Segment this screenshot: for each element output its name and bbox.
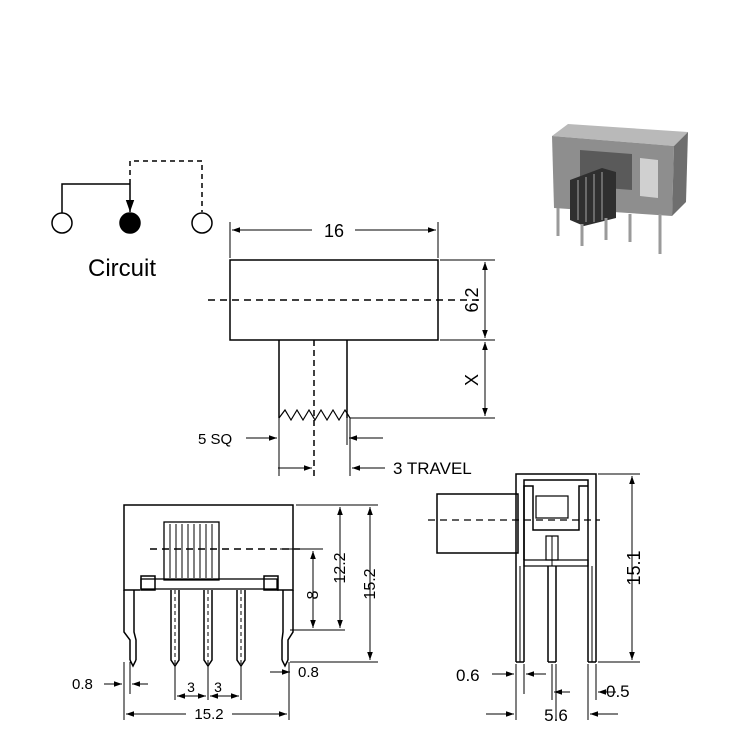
dim-height-12-2: 12.2	[332, 552, 349, 583]
dim-width-16: 16	[324, 221, 344, 241]
dim-pin-spacing-5-6: 5.6	[544, 706, 568, 725]
top-view	[208, 222, 495, 478]
dim-pin-width-0-6: 0.6	[456, 666, 480, 685]
dim-3-travel: 3 TRAVEL	[393, 459, 472, 478]
dim-pin-right-0-8: 0.8	[298, 664, 319, 681]
side-view	[428, 473, 640, 720]
dim-pitch-3-right: 3	[214, 679, 222, 695]
dim-pin-left-0-8: 0.8	[72, 676, 93, 693]
terminal-common	[119, 212, 141, 234]
terminal-open-right	[191, 212, 213, 234]
dim-pin-offset-0-5: 0.5	[606, 682, 630, 701]
front-view	[104, 504, 378, 720]
dim-height-15-1: 15.1	[624, 550, 644, 585]
dim-height-15-2: 15.2	[362, 568, 379, 599]
actuator-side	[436, 493, 519, 554]
circuit-symbol	[51, 160, 213, 234]
dim-actuator-x: X	[462, 374, 482, 386]
dim-pitch-3-left: 3	[187, 679, 195, 695]
product-photo	[552, 124, 688, 254]
dim-5-sq: 5 SQ	[198, 431, 232, 448]
dim-height-6-2: 6.2	[462, 287, 482, 312]
terminal-open-left	[51, 212, 73, 234]
circuit-label: Circuit	[88, 255, 156, 282]
dim-height-8: 8	[305, 590, 322, 599]
dim-width-15-2: 15.2	[194, 706, 223, 723]
slider-ribs	[169, 524, 213, 578]
